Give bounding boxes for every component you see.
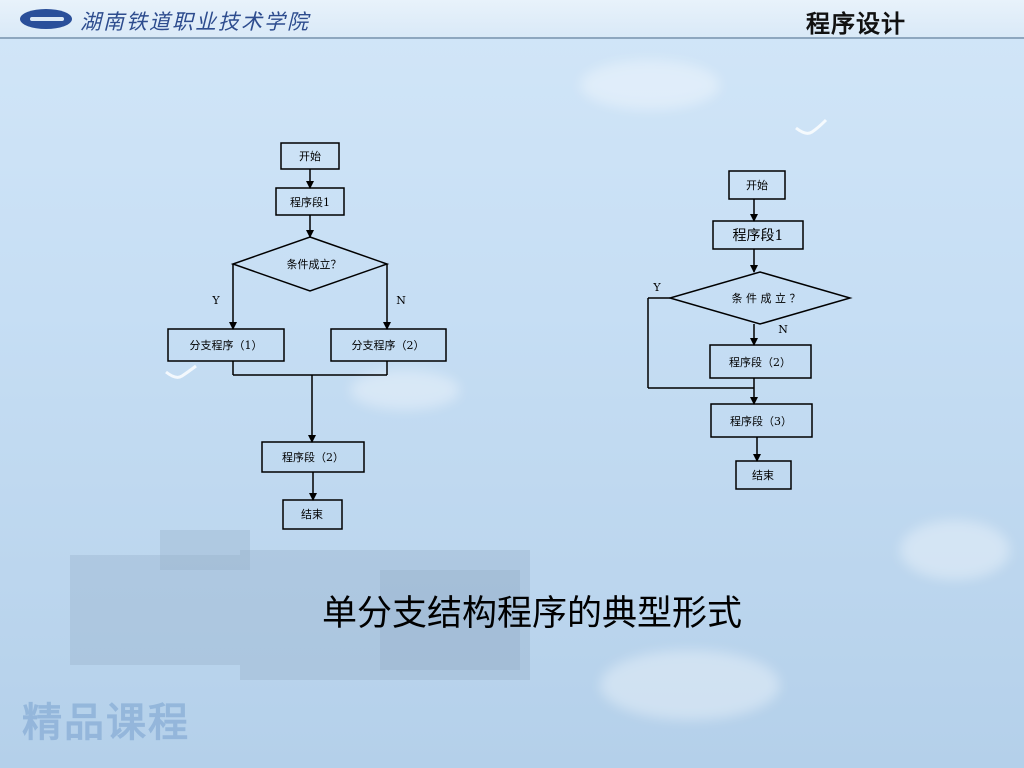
bird-icon — [795, 118, 828, 135]
left-branch2-box — [330, 328, 447, 362]
left-start-label: 开始 — [299, 149, 321, 163]
bg-building — [70, 555, 240, 665]
right-seg2-box — [709, 344, 812, 379]
right-end-box — [735, 460, 792, 490]
left-end-label: 结束 — [301, 508, 323, 521]
left-branch2-label: 分支程序（2） — [352, 338, 425, 352]
left-condition-diamond — [230, 236, 390, 292]
watermark-text: 精品课程 — [22, 700, 190, 746]
left-branch1-label: 分支程序（1） — [190, 338, 263, 352]
bg-building — [160, 530, 250, 570]
school-logo-icon — [20, 9, 72, 29]
bg-cloud — [580, 60, 720, 110]
header-divider — [0, 37, 1024, 39]
right-no-label: N — [778, 323, 788, 336]
left-seg1-label: 程序段1 — [290, 195, 330, 209]
left-no-label: N — [396, 294, 406, 307]
left-seg2-label: 程序段（2） — [282, 450, 344, 464]
left-end-box — [282, 499, 343, 530]
right-flowchart: 开始 程序段1 条 件 成 立 ？ Y N 程序段（2） 程序段（3） 结束 — [647, 170, 853, 490]
bg-building — [380, 570, 520, 670]
bird-icon — [165, 364, 197, 379]
bg-cloud — [600, 650, 780, 720]
slide-header — [0, 0, 1024, 38]
left-branch1-box — [167, 328, 285, 362]
right-condition-diamond — [667, 271, 853, 325]
right-start-box — [728, 170, 786, 200]
right-seg2-label: 程序段（2） — [729, 355, 791, 369]
slide-caption: 单分支结构程序的典型形式 — [321, 594, 742, 634]
right-end-label: 结束 — [752, 469, 774, 482]
right-seg1-box — [712, 220, 804, 250]
bg-cloud — [350, 370, 460, 410]
right-yes-label: Y — [652, 281, 661, 294]
right-start-label: 开始 — [746, 178, 768, 192]
right-condition-label: 条 件 成 立 ？ — [732, 291, 801, 305]
left-flowchart: 开始 程序段1 条件成立？ Y N 分支程序（1） 分支程序（2） 程序段（2）… — [167, 142, 447, 530]
left-condition-label: 条件成立？ — [287, 257, 342, 271]
bg-building — [240, 550, 530, 680]
school-name: 湖南铁道职业技术学院 — [80, 10, 310, 34]
course-title: 程序设计 — [806, 10, 906, 38]
bg-cloud — [900, 520, 1010, 580]
right-seg3-box — [710, 403, 813, 438]
right-seg1-label: 程序段1 — [733, 228, 784, 244]
left-yes-label: Y — [211, 294, 220, 307]
right-seg3-label: 程序段（3） — [730, 414, 792, 428]
